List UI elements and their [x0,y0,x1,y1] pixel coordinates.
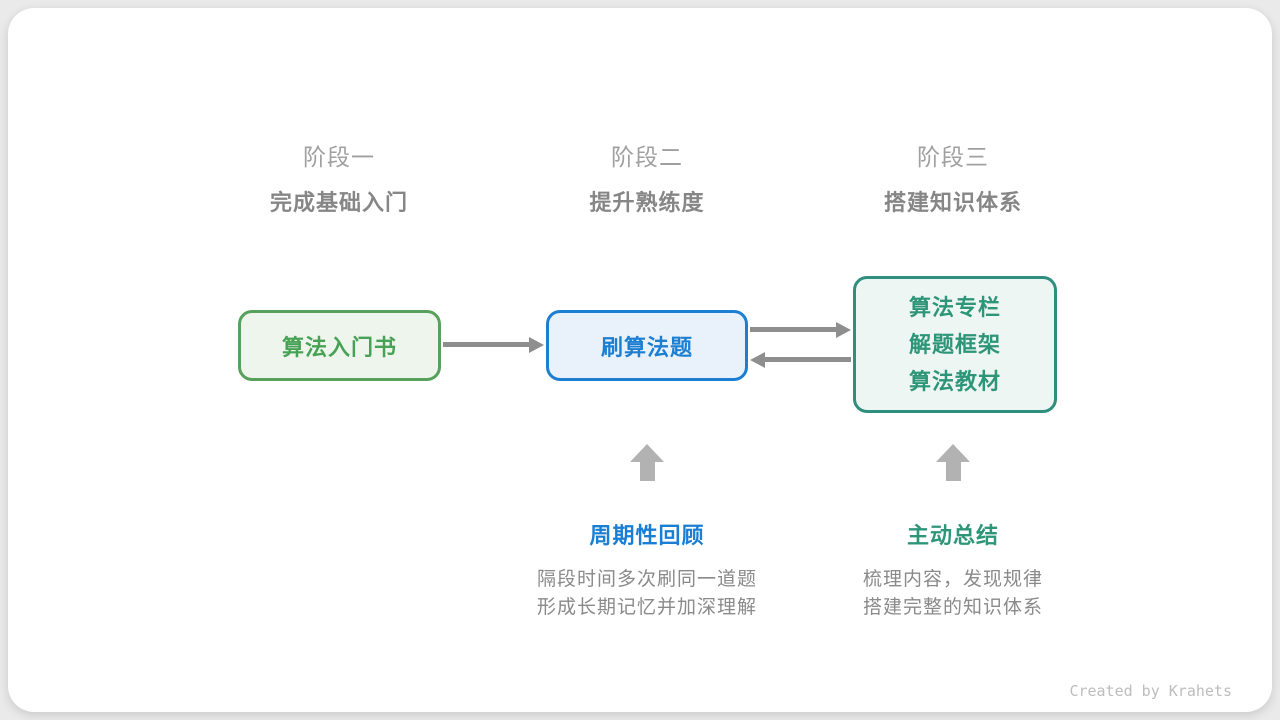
node-resources-line-3: 算法教材 [908,369,1001,394]
stage-2-label: 阶段二 [611,144,683,170]
arrow-shaft [750,327,839,332]
annotation-periodic-review-desc: 隔段时间多次刷同一道题 形成长期记忆并加深理解 [467,566,827,622]
annotation-active-summary-title: 主动总结 [906,523,999,548]
diagram-card: 阶段一 完成基础入门 阶段二 提升熟练度 阶段三 搭建知识体系 算法入门书 刷算… [8,8,1272,712]
credit-text: Created by Krahets [1069,682,1232,700]
node-practice: 刷算法题 [546,310,748,381]
arrow-up-icon [936,444,970,481]
stage-3-subtitle: 搭建知识体系 [883,190,1022,215]
arrow-up-icon [630,444,664,481]
arrow-stem [945,462,961,481]
desc-line: 隔段时间多次刷同一道题 [536,569,757,590]
node-resources: 算法专栏 解题框架 算法教材 [853,276,1057,413]
arrow-head [630,444,664,462]
arrow-right-icon [443,337,544,353]
node-beginner-book-label: 算法入门书 [281,334,397,360]
node-resources-line-1: 算法专栏 [908,295,1001,320]
arrow-head [529,337,544,353]
arrow-head [750,352,765,368]
desc-line: 搭建完整的知识体系 [862,597,1043,618]
arrow-shaft [762,357,851,362]
arrow-head [836,322,851,338]
arrow-stem [639,462,655,481]
stage-1-subtitle: 完成基础入门 [269,190,408,215]
stage-2-subtitle: 提升熟练度 [589,190,705,215]
node-practice-label: 刷算法题 [600,334,693,360]
annotation-periodic-review-title: 周期性回顾 [589,523,705,548]
arrow-head [936,444,970,462]
desc-line: 梳理内容，发现规律 [862,569,1043,590]
arrow-right-icon [750,322,851,338]
annotation-active-summary-desc: 梳理内容，发现规律 搭建完整的知识体系 [773,566,1133,622]
arrow-left-icon [750,352,851,368]
node-resources-line-2: 解题框架 [908,332,1001,357]
stage-1-label: 阶段一 [303,144,375,170]
stage-3-label: 阶段三 [917,144,989,170]
arrow-shaft [443,342,532,347]
node-beginner-book: 算法入门书 [238,310,441,381]
desc-line: 形成长期记忆并加深理解 [536,597,757,618]
